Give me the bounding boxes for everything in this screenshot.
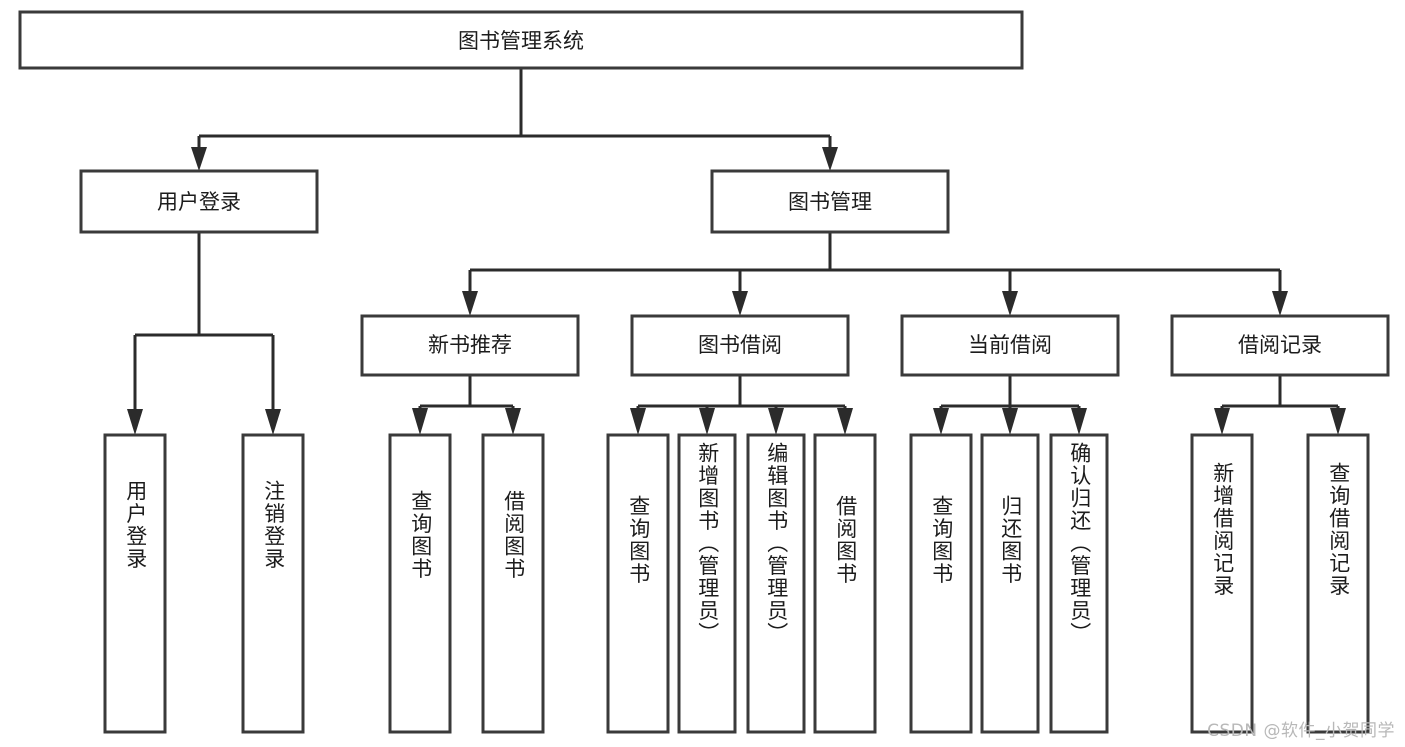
node-leaf-query-record-box[interactable] bbox=[1306, 433, 1370, 734]
connector-group-root bbox=[191, 68, 838, 171]
node-leaf-query-book-1-box[interactable] bbox=[388, 433, 452, 734]
node-user-login[interactable]: 用户登录 bbox=[79, 169, 319, 234]
node-book-borrow-box[interactable] bbox=[630, 314, 850, 377]
node-borrow-record-label: 借阅记录 bbox=[1238, 333, 1322, 357]
node-leaf-query-book-2-box[interactable] bbox=[606, 433, 670, 734]
arrow-to-leaf-query-book-1 bbox=[412, 408, 428, 435]
arrow-to-borrow-record bbox=[1272, 291, 1288, 316]
node-root-label: 图书管理系统 bbox=[458, 29, 584, 53]
node-borrow-record[interactable]: 借阅记录 bbox=[1170, 314, 1390, 377]
node-current-borrow-label: 当前借阅 bbox=[968, 333, 1052, 357]
node-new-book-rec[interactable]: 新书推荐 bbox=[360, 314, 580, 377]
connector-group-book-borrow bbox=[630, 375, 853, 435]
arrow-to-current-borrow bbox=[1002, 291, 1018, 316]
node-borrow-record-box[interactable] bbox=[1170, 314, 1390, 377]
node-leaf-add-record-box[interactable] bbox=[1190, 433, 1254, 734]
node-book-borrow-label: 图书借阅 bbox=[698, 333, 782, 357]
connector-group-new-book-rec bbox=[412, 375, 521, 435]
node-leaf-borrow-book-2-box[interactable] bbox=[813, 433, 877, 734]
node-leaf-return-book-box[interactable] bbox=[980, 433, 1040, 734]
node-leaf-confirm-return-box[interactable] bbox=[1049, 433, 1109, 734]
arrow-to-leaf-query-record bbox=[1330, 408, 1346, 435]
node-leaf-add-book-box[interactable] bbox=[677, 433, 737, 734]
node-user-login-label: 用户登录 bbox=[157, 190, 241, 214]
arrow-to-leaf-add-record bbox=[1214, 408, 1230, 435]
node-current-borrow[interactable]: 当前借阅 bbox=[900, 314, 1120, 377]
node-root-box[interactable] bbox=[18, 10, 1024, 70]
node-root[interactable]: 图书管理系统 bbox=[18, 10, 1024, 70]
node-leaf-edit-book-box[interactable] bbox=[746, 433, 806, 734]
node-new-book-rec-box[interactable] bbox=[360, 314, 580, 377]
node-leaf-user-login-box[interactable] bbox=[103, 433, 167, 734]
node-user-login-box[interactable] bbox=[79, 169, 319, 234]
node-book-borrow[interactable]: 图书借阅 bbox=[630, 314, 850, 377]
arrow-to-leaf-user-login bbox=[127, 409, 143, 435]
arrow-to-user-login bbox=[191, 147, 207, 171]
node-leaf-borrow-book-1-box[interactable] bbox=[481, 433, 545, 734]
node-book-manage-label: 图书管理 bbox=[788, 190, 872, 214]
arrow-to-leaf-return-book bbox=[1002, 408, 1018, 435]
node-leaf-logout-box[interactable] bbox=[241, 433, 305, 734]
node-book-manage-box[interactable] bbox=[710, 169, 950, 234]
arrow-to-leaf-query-book-2 bbox=[630, 408, 646, 435]
arrow-to-leaf-borrow-book-2 bbox=[837, 408, 853, 435]
arrow-to-new-book-rec bbox=[462, 291, 478, 316]
arrow-to-book-borrow bbox=[732, 291, 748, 316]
node-leaf-query-book-3-box[interactable] bbox=[909, 433, 973, 734]
csdn-watermark: CSDN @软件_小贺同学 bbox=[1207, 721, 1395, 741]
arrow-to-leaf-query-book-3 bbox=[933, 408, 949, 435]
node-book-manage[interactable]: 图书管理 bbox=[710, 169, 950, 234]
connector-group-current-borrow bbox=[933, 375, 1087, 435]
arrow-to-book-manage bbox=[822, 147, 838, 171]
connector-group-user-login bbox=[127, 232, 281, 435]
arrow-to-leaf-borrow-book-1 bbox=[505, 408, 521, 435]
arrow-to-leaf-edit-book bbox=[768, 408, 784, 435]
node-new-book-rec-label: 新书推荐 bbox=[428, 333, 512, 357]
connector-group-book-manage bbox=[462, 232, 1288, 316]
connector-group-borrow-record bbox=[1214, 375, 1346, 435]
arrow-to-leaf-confirm-return bbox=[1071, 408, 1087, 435]
node-current-borrow-box[interactable] bbox=[900, 314, 1120, 377]
arrow-to-leaf-logout bbox=[265, 409, 281, 435]
arrow-to-leaf-add-book bbox=[699, 408, 715, 435]
